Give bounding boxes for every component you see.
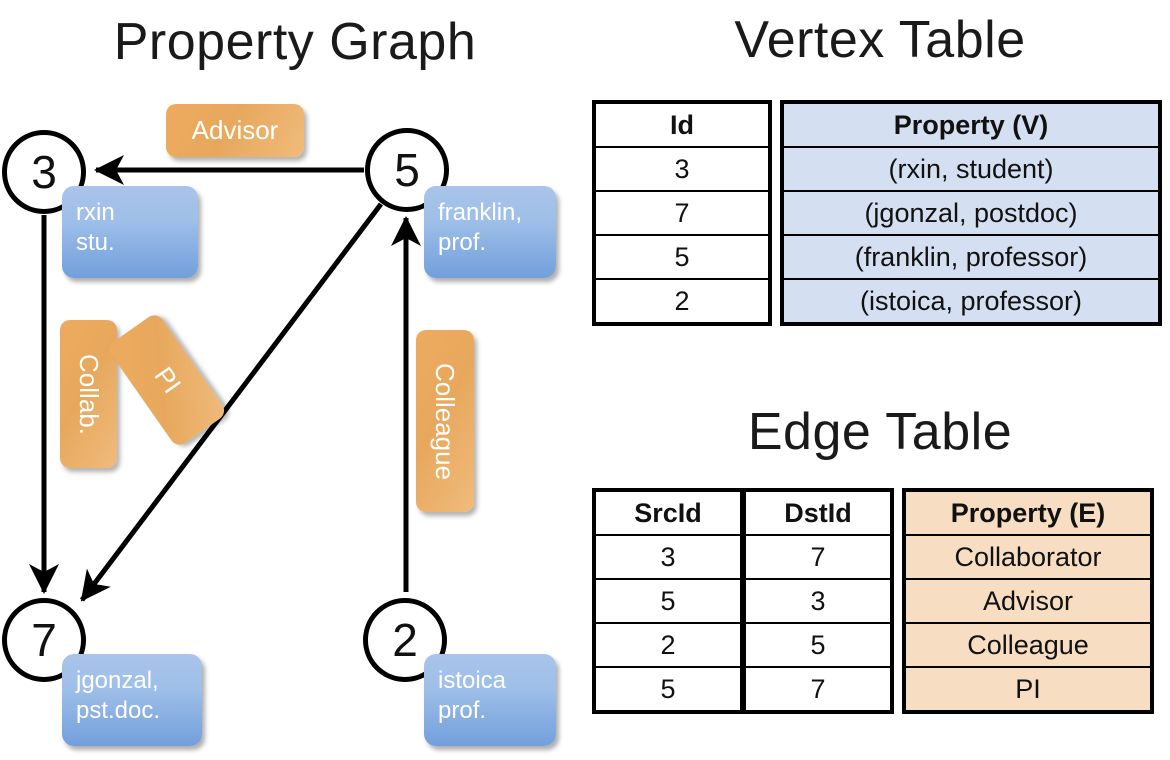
graph-node-5[interactable]: 5 [365,128,449,212]
node-property-box-3: rxin stu. [62,186,198,278]
node-property-name-2: istoica [438,667,507,694]
table-header-row: Property (V) [782,102,1160,148]
vertex-property-cell: (jgonzal, postdoc) [782,190,1160,236]
table-row: 5 [744,622,892,668]
table-row: 3 [594,534,742,580]
node-property-role-7: pst.doc. [76,697,161,724]
node-property-role-3: stu. [76,229,115,256]
vertex-id-cell: 2 [594,278,770,324]
table-row: 7 [744,534,892,580]
table-row: Colleague [904,622,1152,668]
page-title-vertex-table: Vertex Table [734,11,1026,69]
edge-label-collab-text: Collab. [74,353,104,435]
table-row: 7 [744,666,892,712]
edge-property-cell: Colleague [904,622,1152,668]
table-row: (rxin, student) [782,146,1160,192]
table-row: 2 [594,622,742,668]
node-property-box-7: jgonzal, pst.doc. [62,654,202,746]
table-row: 5 [594,234,770,280]
edge-srcid-cell: 3 [594,534,742,580]
vertex-property-cell: (franklin, professor) [782,234,1160,280]
edge-property-cell: PI [904,666,1152,712]
edge-label-colleague: Colleague [416,330,474,512]
edge-table: SrcId 3 5 2 5 DstId [592,488,1154,714]
table-row: (istoica, professor) [782,278,1160,324]
page-title-property-graph: Property Graph [113,13,477,71]
edge-dstid-cell: 7 [744,534,892,580]
table-row: 5 [594,578,742,624]
graph-node-2[interactable]: 2 [363,598,447,682]
table-header-row: Property (E) [904,490,1152,536]
edge-table-srcid-column: SrcId 3 5 2 5 [592,488,744,714]
table-row: 3 [594,146,770,192]
vertex-id-cell: 7 [594,190,770,236]
table-row: 2 [594,278,770,324]
node-property-box-2: istoica prof. [424,654,556,746]
edge-table-header-srcid: SrcId [594,490,742,536]
edge-srcid-cell: 5 [594,666,742,712]
table-row: (franklin, professor) [782,234,1160,280]
vertex-id-cell: 5 [594,234,770,280]
page-title-edge-table: Edge Table [747,403,1013,461]
vertex-table-id-column: Id 3 7 5 2 [592,100,772,326]
vertex-table-property-column: Property (V) (rxin, student) (jgonzal, p… [780,100,1162,326]
table-header-row: DstId [744,490,892,536]
table-row: PI [904,666,1152,712]
edge-dstid-cell: 7 [744,666,892,712]
edge-table-dstid-column: DstId 7 3 5 7 [742,488,894,714]
edge-label-colleague-text: Colleague [430,362,461,480]
table-row: 3 [744,578,892,624]
vertex-property-cell: (rxin, student) [782,146,1160,192]
edge-property-cell: Collaborator [904,534,1152,580]
property-graph-diagram: 3 5 7 2 rxin stu. franklin, prof. jgonza… [2,104,556,746]
table-row: 7 [594,190,770,236]
table-row: 5 [594,666,742,712]
graph-edges-svg [29,155,421,602]
table-header-row: SrcId [594,490,742,536]
vertex-id-cell: 3 [594,146,770,192]
node-property-role-2: prof. [438,697,487,724]
edge-label-pi-text: PI [148,361,187,399]
node-property-name-7: jgonzal, [76,667,159,694]
edge-table-property-column: Property (E) Collaborator Advisor Collea… [902,488,1154,714]
edge-srcid-cell: 2 [594,622,742,668]
edge-label-advisor: Advisor [166,104,304,157]
edge-label-collab: Collab. [60,320,117,468]
edge-srcid-cell: 5 [594,578,742,624]
table-row: Advisor [904,578,1152,624]
table-row: Collaborator [904,534,1152,580]
vertex-table-header-id: Id [594,102,770,148]
edge-dstid-cell: 3 [744,578,892,624]
vertex-table-header-property: Property (V) [782,102,1160,148]
table-header-row: Id [594,102,770,148]
vertex-table: Id 3 7 5 2 Property (V) [592,100,1162,326]
vertex-property-cell: (istoica, professor) [782,278,1160,324]
edge-arrow-5-to-7 [80,202,383,602]
edge-table-header-dstid: DstId [744,490,892,536]
edge-dstid-cell: 5 [744,622,892,668]
edge-label-advisor-text: Advisor [191,115,279,145]
edge-table-header-property: Property (E) [904,490,1152,536]
node-property-role-5: prof. [438,229,487,256]
edge-property-cell: Advisor [904,578,1152,624]
node-property-name-5: franklin, [438,199,523,226]
table-row: (jgonzal, postdoc) [782,190,1160,236]
node-property-name-3: rxin [76,199,115,226]
node-property-box-5: franklin, prof. [424,186,556,278]
